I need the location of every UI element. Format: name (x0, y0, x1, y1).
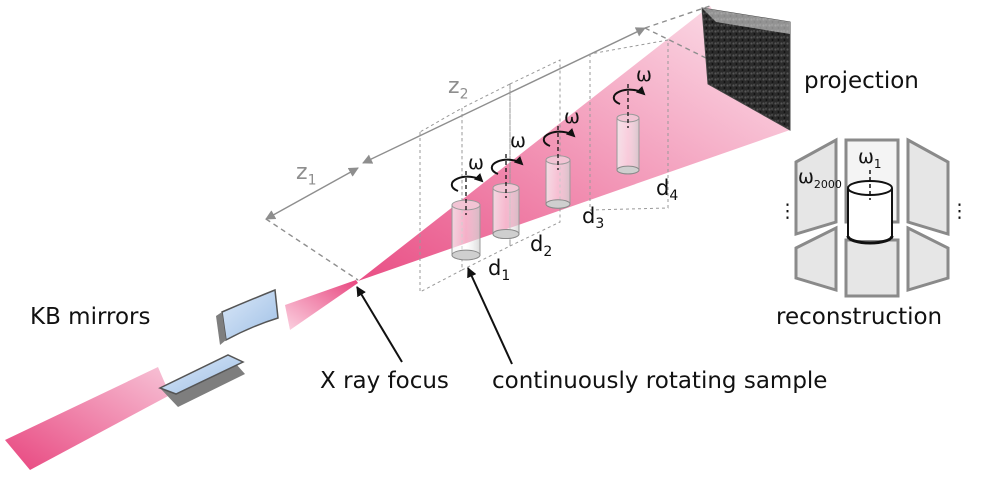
sample-cylinder-1 (450, 171, 484, 261)
d2-label: d2 (530, 232, 553, 261)
d4-label: d4 (656, 176, 679, 205)
omega1-label: ω1 (858, 146, 882, 171)
rotating-samples (450, 84, 646, 261)
detector-projection (701, 7, 791, 131)
incoming-beam (5, 367, 170, 470)
ellipsis-left: ⋮ (778, 200, 797, 222)
kb-mirrors-label: KB mirrors (30, 304, 151, 330)
xray-focus-label: X ray focus (320, 368, 449, 394)
reconstruction-label: reconstruction (776, 304, 943, 330)
reconstruction-cylinder (846, 170, 894, 245)
projection-label: projection (804, 68, 919, 94)
focusing-beam (285, 280, 358, 330)
omega-label-3: ω (564, 106, 580, 128)
z2-label: z2 (448, 74, 469, 103)
kb-mirrors (158, 288, 279, 407)
xray-focus-pointer (356, 286, 403, 363)
d1-label: d1 (488, 256, 511, 285)
ellipsis-right: ⋮ (950, 200, 969, 222)
z-dimension-lines (265, 5, 711, 281)
sample-cylinder-2 (490, 154, 524, 240)
sample-pointer (467, 267, 513, 365)
sample-label: continuously rotating sample (492, 368, 828, 394)
omega-label-4: ω (636, 64, 652, 86)
sample-cylinder-3 (542, 126, 576, 209)
sample-cylinder-4 (612, 84, 646, 175)
omega2000-label: ω2000 (798, 166, 842, 191)
omega-label-2: ω (510, 130, 526, 152)
d3-label: d3 (582, 204, 605, 233)
z1-label: z1 (296, 160, 317, 189)
omega-label-1: ω (468, 152, 484, 174)
